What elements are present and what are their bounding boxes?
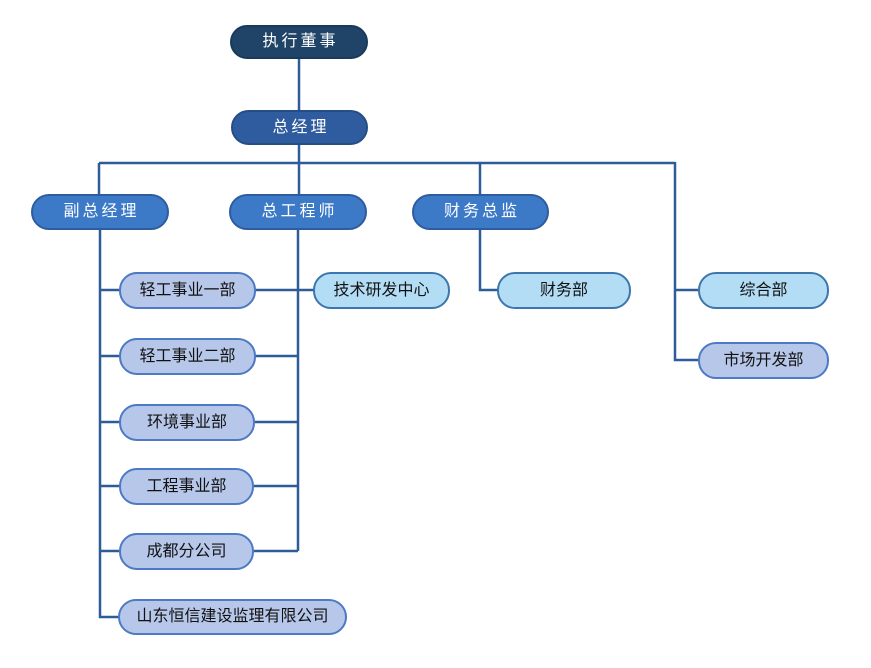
- node-general-department: 综合部: [698, 272, 829, 309]
- node-finance-department: 财务部: [497, 272, 631, 309]
- node-tech-rd-center: 技术研发中心: [313, 272, 450, 309]
- node-market-development-department: 市场开发部: [698, 342, 829, 379]
- node-light-industry-division-1: 轻工事业一部: [119, 272, 256, 309]
- node-shandong-hengxin-supervision: 山东恒信建设监理有限公司: [118, 599, 347, 635]
- node-chengdu-branch: 成都分公司: [119, 533, 254, 570]
- node-general-manager: 总经理: [231, 110, 368, 145]
- node-light-industry-division-2: 轻工事业二部: [119, 338, 256, 375]
- node-finance-director: 财务总监: [412, 194, 549, 230]
- node-deputy-general-manager: 副总经理: [31, 194, 169, 230]
- node-chief-engineer: 总工程师: [229, 194, 367, 230]
- node-executive-director: 执行董事: [230, 25, 368, 59]
- node-engineering-division: 工程事业部: [119, 468, 254, 505]
- node-environment-division: 环境事业部: [119, 404, 255, 441]
